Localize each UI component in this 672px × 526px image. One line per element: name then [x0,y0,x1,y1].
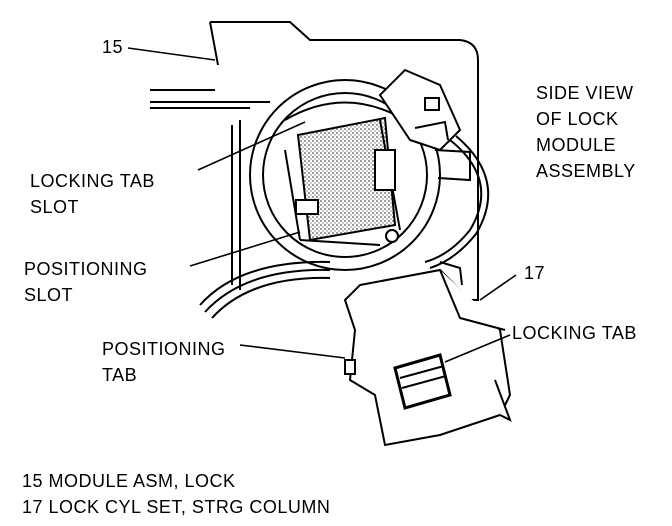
side-view-line-2: OF LOCK [536,109,619,129]
leader-lines [127,47,517,363]
side-view-line-4: ASSEMBLY [536,161,636,181]
connector [378,68,462,152]
locking-tab-slot-line-1: LOCKING TAB [30,171,155,191]
bore [284,116,401,243]
ref-17-label: 17 [524,263,546,283]
positioning-slot-line-1: POSITIONING [24,259,148,279]
side-view-line-1: SIDE VIEW [536,83,634,103]
positioning-tab-line-2: TAB [102,365,138,385]
legend-item-17: 17 LOCK CYL SET, STRG COLUMN [22,497,331,517]
wiring [199,135,490,319]
legend-item-15: 15 MODULE ASM, LOCK [22,471,236,491]
column-housing [150,21,479,301]
positioning-tab-line-1: POSITIONING [102,339,226,359]
side-view-line-3: MODULE [536,135,617,155]
lock-cylinder [343,268,512,447]
locking-tab-slot-line-2: SLOT [30,197,80,217]
locking-tab-label: LOCKING TAB [512,323,637,343]
ref-15-label: 15 [102,37,124,57]
positioning-slot-line-2: SLOT [24,285,74,305]
